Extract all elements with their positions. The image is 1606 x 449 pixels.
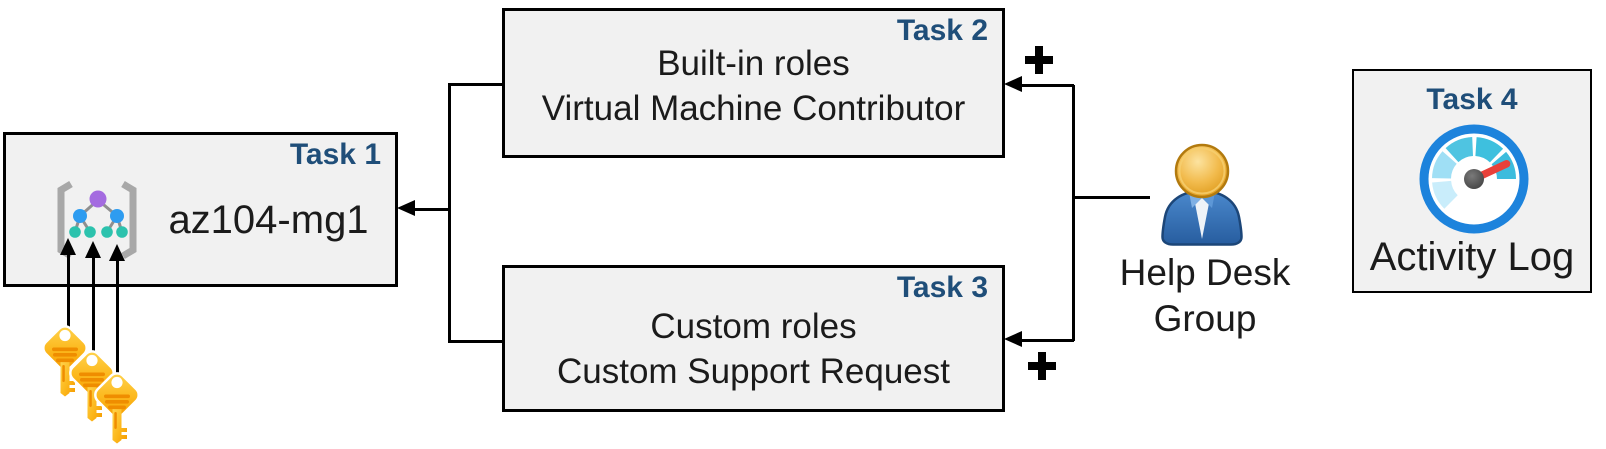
connector-task2-elbow [448, 83, 504, 86]
task2-box: Task 2 Built-in roles Virtual Machine Co… [502, 8, 1005, 158]
person-head-ring [1178, 147, 1226, 195]
task3-label: Task 3 [896, 271, 988, 304]
connector-to-task1 [414, 208, 450, 211]
leaf-node [84, 226, 96, 238]
key-line-1 [67, 253, 70, 329]
leaf-node [69, 226, 81, 238]
task4-caption: Activity Log [1369, 235, 1575, 279]
actor-line1: Help Desk [1119, 252, 1291, 293]
plus-icon [1028, 352, 1056, 380]
key-line-3 [116, 259, 119, 375]
leaf-node [101, 226, 113, 238]
arrowhead-key-2 [85, 241, 101, 258]
actor-label: Help Desk Group [1105, 250, 1305, 342]
arrowhead-into-task1 [397, 200, 415, 216]
task2-line1: Built-in roles [657, 44, 850, 83]
child-node [110, 209, 124, 223]
connector-from-person [1072, 196, 1150, 199]
task3-line2: Custom Support Request [557, 352, 950, 391]
task3-line1: Custom roles [650, 307, 857, 346]
person-shirt [1193, 193, 1211, 239]
leaf-node [116, 226, 128, 238]
task4-label: Task 4 [1426, 83, 1518, 116]
task2-line2: Virtual Machine Contributor [541, 89, 966, 128]
gauge-hub [1464, 169, 1484, 189]
task2-label: Task 2 [896, 14, 988, 47]
task3-text: Custom roles Custom Support Request [505, 304, 1002, 394]
task1-title: az104-mg1 [168, 198, 369, 242]
arrowhead-key-1 [60, 238, 76, 255]
task1-label: Task 1 [289, 138, 381, 171]
connector-task3-elbow [448, 340, 504, 343]
task4-box: Task 4 Activity Log [1352, 69, 1592, 293]
bracket-right [121, 180, 137, 260]
task2-text: Built-in roles Virtual Machine Contribut… [505, 41, 1002, 131]
gauge-segments [1432, 137, 1516, 209]
connector-right-vertical [1072, 85, 1075, 341]
person-icon [1161, 143, 1243, 246]
activity-log-gauge-icon [1419, 124, 1529, 234]
child-node [73, 209, 87, 223]
connector-to-task2 [1022, 84, 1074, 87]
arrowhead-key-3 [109, 244, 125, 261]
arrowhead-into-task3 [1004, 331, 1022, 347]
keys-icon [30, 315, 185, 449]
person-head [1174, 143, 1230, 199]
root-node [89, 190, 107, 208]
task1-box: Task 1 az104-mg1 [3, 132, 398, 287]
key-line-2 [92, 256, 95, 354]
task3-box: Task 3 Custom roles Custom Support Reque… [502, 265, 1005, 412]
actor-line2: Group [1153, 298, 1257, 339]
arrowhead-into-task2 [1004, 76, 1022, 92]
connector-to-task3 [1022, 339, 1074, 342]
connector-left-vertical [448, 83, 451, 343]
plus-icon [1025, 46, 1053, 74]
